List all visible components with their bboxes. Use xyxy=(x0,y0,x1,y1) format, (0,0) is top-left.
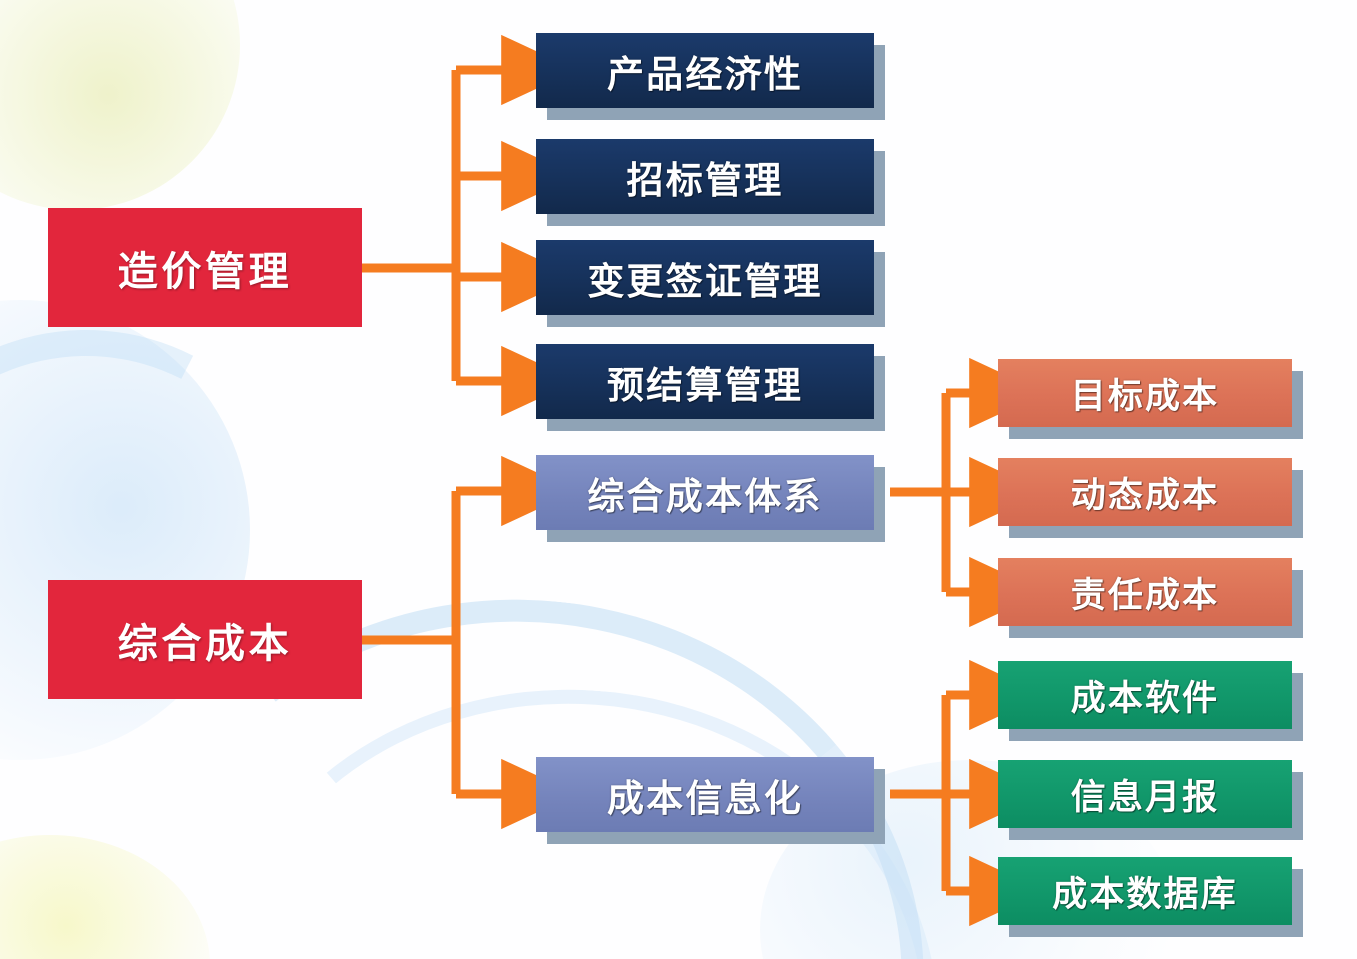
node-root-zaojiaguanli[interactable]: 造价管理 xyxy=(48,208,362,327)
node-face xyxy=(998,857,1292,925)
node-label: 责任成本 xyxy=(1070,575,1220,615)
node-chengben-shujuku[interactable]: 成本数据库 xyxy=(998,857,1303,937)
node-root-zonghechengben[interactable]: 综合成本 xyxy=(48,580,362,699)
node-chanpin-jingjixing[interactable]: 产品经济性 xyxy=(536,33,885,120)
connector-group-xinxihua xyxy=(890,659,1045,927)
node-face xyxy=(536,139,874,214)
node-mubiao-chengben[interactable]: 目标成本 xyxy=(998,359,1303,439)
connector-group-root1 xyxy=(362,34,577,417)
node-face xyxy=(998,558,1292,626)
node-yujiesuan-guanli[interactable]: 预结算管理 xyxy=(536,344,885,431)
connector-group-zonghe xyxy=(890,357,1045,628)
node-label: 成本数据库 xyxy=(1052,874,1238,914)
node-face xyxy=(536,240,874,315)
node-biangeng-qianzheng-guanli[interactable]: 变更签证管理 xyxy=(536,240,885,327)
node-label: 成本信息化 xyxy=(606,778,804,820)
node-face xyxy=(998,760,1292,828)
node-chengben-xinxihua[interactable]: 成本信息化 xyxy=(536,757,885,844)
node-zhaobiao-guanli[interactable]: 招标管理 xyxy=(536,139,885,226)
connector-group-root2 xyxy=(362,455,577,830)
node-face xyxy=(536,33,874,108)
node-label: 招标管理 xyxy=(626,160,784,202)
node-face xyxy=(536,757,874,832)
node-label: 成本软件 xyxy=(1070,678,1220,718)
node-dongtai-chengben[interactable]: 动态成本 xyxy=(998,458,1303,538)
node-chengben-ruanjian[interactable]: 成本软件 xyxy=(998,661,1303,741)
node-zeren-chengben[interactable]: 责任成本 xyxy=(998,558,1303,638)
node-xinxi-yuebao[interactable]: 信息月报 xyxy=(998,760,1303,840)
node-face xyxy=(536,344,874,419)
node-label: 动态成本 xyxy=(1070,475,1220,515)
node-face xyxy=(536,455,874,530)
node-zonghe-chengben-tixi[interactable]: 综合成本体系 xyxy=(536,455,885,542)
node-label: 造价管理 xyxy=(117,248,293,294)
node-label: 目标成本 xyxy=(1070,376,1220,416)
node-face xyxy=(998,458,1292,526)
node-label: 预结算管理 xyxy=(606,365,804,407)
node-label: 信息月报 xyxy=(1070,777,1220,817)
node-label: 综合成本 xyxy=(117,620,293,666)
node-face xyxy=(998,661,1292,729)
node-label: 产品经济性 xyxy=(606,54,804,96)
node-label: 综合成本体系 xyxy=(587,476,823,518)
node-label: 变更签证管理 xyxy=(587,261,823,303)
node-face xyxy=(998,359,1292,427)
